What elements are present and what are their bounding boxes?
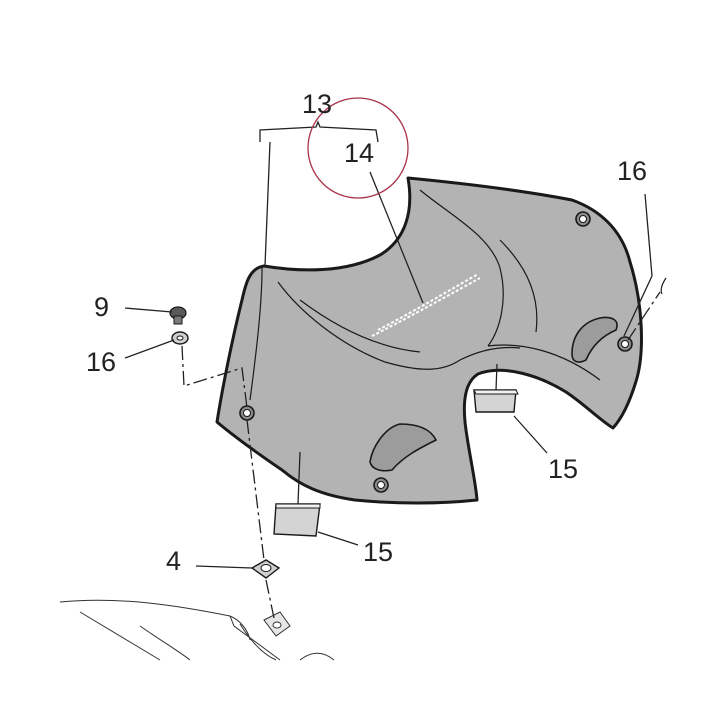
callout-4: 4: [166, 546, 181, 576]
mounting-hole-left: [239, 405, 255, 421]
adhesive-pad-bottom: [273, 503, 321, 537]
callout-16-right: 16: [617, 156, 647, 186]
panel-vent-left: [369, 423, 438, 472]
washer-part-16-left: [171, 331, 189, 345]
callout-14: 14: [344, 138, 374, 168]
screw-part-9: [169, 306, 187, 325]
assembly-lines: [181, 291, 661, 619]
mounting-hole-right: [617, 336, 633, 352]
callout-9: 9: [94, 292, 109, 322]
mounting-hole-bottom: [373, 477, 389, 493]
panel-vent-right: [571, 316, 618, 363]
cover-panel: [215, 176, 643, 505]
callout-13: 13: [302, 89, 332, 119]
callout-16-left: 16: [86, 347, 116, 377]
leader-lines: [124, 141, 653, 569]
bracket-13: [259, 120, 379, 143]
adhesive-pad-right: [473, 389, 519, 413]
frame-ghost-outline: [59, 599, 335, 661]
callout-15-right: 15: [548, 454, 578, 484]
clip-nut-part-4: [250, 559, 281, 579]
highlight-circle: [307, 97, 409, 199]
mounting-hole-top: [575, 211, 591, 227]
callout-15-bottom: 15: [363, 537, 393, 567]
washer-part-16-right: [660, 277, 667, 295]
